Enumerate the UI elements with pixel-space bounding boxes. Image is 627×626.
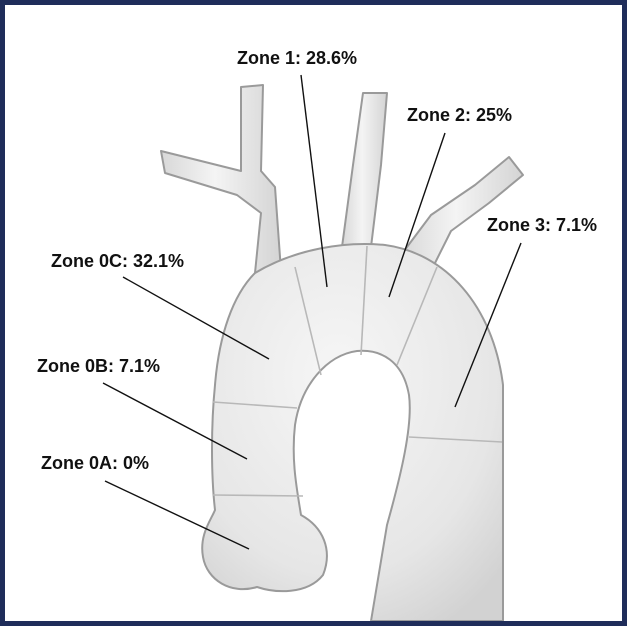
zone-2-label: Zone 2: 25% <box>407 105 512 125</box>
left-common-carotid <box>342 93 387 247</box>
aortic-arch-diagram: Zone 1: 28.6% Zone 2: 25% Zone 3: 7.1% Z… <box>5 5 622 621</box>
zone-0a-label: Zone 0A: 0% <box>41 453 149 473</box>
brachiocephalic-trunk <box>161 85 281 273</box>
zone-0b-label: Zone 0B: 7.1% <box>37 356 160 376</box>
left-subclavian <box>401 157 523 267</box>
aortic-arch <box>202 244 503 621</box>
zone-1-label: Zone 1: 28.6% <box>237 48 357 68</box>
boundary-0a-0b <box>213 495 303 496</box>
zone-3-label: Zone 3: 7.1% <box>487 215 597 235</box>
zone-0c-label: Zone 0C: 32.1% <box>51 251 184 271</box>
